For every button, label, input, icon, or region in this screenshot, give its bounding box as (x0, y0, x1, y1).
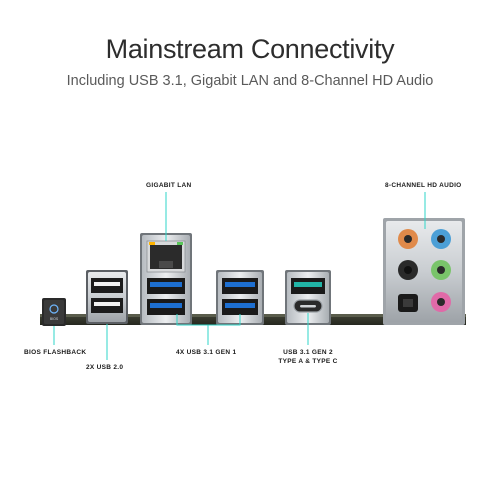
page-subtitle: Including USB 3.1, Gigabit LAN and 8-Cha… (66, 73, 434, 89)
audio-jack-block (383, 218, 465, 325)
usb20-port-stack (86, 270, 128, 324)
bios-flashback-button: BIOS (42, 298, 66, 326)
usb31-gen1-label: 4X USB 3.1 GEN 1 (176, 349, 237, 356)
hd-audio-label: 8-CHANNEL HD AUDIO (385, 182, 462, 189)
lan-usb3-stack (140, 233, 192, 325)
usb31-gen2-stack (285, 270, 331, 325)
bios-flashback-label: BIOS FLASHBACK (24, 349, 87, 356)
usb31-gen2-label-line2: TYPE A & TYPE C (278, 358, 338, 365)
usb31-gen2-label-line1: USB 3.1 GEN 2 (283, 349, 333, 356)
bios-button-text: BIOS (50, 317, 59, 321)
gigabit-lan-label: GIGABIT LAN (146, 182, 192, 189)
usb3-port-stack (216, 270, 264, 325)
callout-lines (53, 192, 426, 360)
page-title: Mainstream Connectivity (105, 34, 395, 64)
usb20-label: 2X USB 2.0 (86, 364, 124, 371)
usb31-gen2-label: USB 3.1 GEN 2 TYPE A & TYPE C (274, 349, 342, 365)
